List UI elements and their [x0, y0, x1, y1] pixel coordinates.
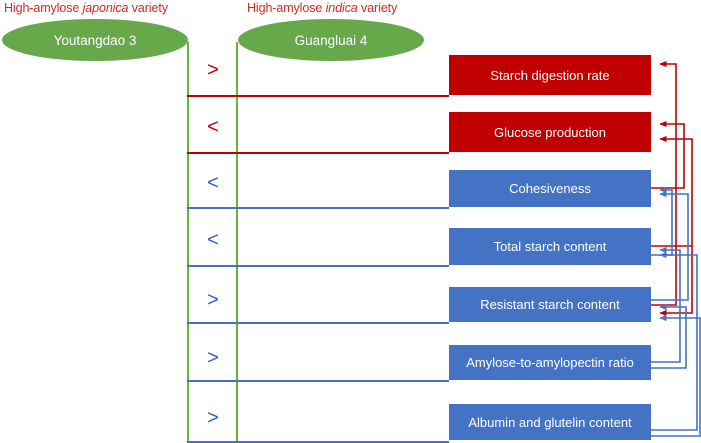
trait-label-4: Total starch content [493, 239, 607, 254]
row-separator-2 [187, 152, 449, 154]
variety-label-left: Youtangdao 3 [53, 32, 137, 48]
operator-row-6: > [207, 347, 219, 369]
wire-resistant-to-digestion [651, 60, 677, 306]
trait-label-3: Cohesiveness [509, 181, 591, 196]
trait-box-amylose-to-amylopectin-ratio[interactable]: Amylose-to-amylopectin ratio [449, 345, 651, 380]
title-right-suffix: variety [357, 1, 398, 15]
trait-box-resistant-starch-content[interactable]: Resistant starch content [449, 287, 651, 322]
row-separator-7 [187, 441, 449, 443]
column-title-indica: High-amylose indica variety [247, 1, 397, 15]
operator-row-1: > [207, 59, 219, 81]
title-left-prefix: High-amylose [4, 1, 83, 15]
wire-cohesiveness-to-glucose [651, 120, 685, 189]
grid-vline-right [236, 42, 238, 443]
variety-node-guangluai-4[interactable]: Guangluai 4 [238, 19, 424, 61]
wire-albumin-to-totalstarch [651, 251, 698, 431]
variety-label-right: Guangluai 4 [294, 32, 368, 48]
row-separator-4 [187, 265, 449, 267]
trait-box-glucose-production[interactable]: Glucose production [449, 112, 651, 152]
row-separator-1 [187, 95, 449, 97]
wire-totalstarch-to-cohesiveness [651, 186, 673, 256]
title-left-suffix: variety [128, 1, 168, 15]
trait-box-total-starch-content[interactable]: Total starch content [449, 228, 651, 265]
wire-total-starch-to-glucose [651, 135, 693, 247]
trait-box-albumin-and-glutelin-content[interactable]: Albumin and glutelin content [449, 404, 651, 440]
trait-label-6: Amylose-to-amylopectin ratio [466, 355, 634, 370]
row-separator-5 [187, 322, 449, 324]
column-title-japonica: High-amylose japonica variety [4, 1, 168, 15]
operator-row-5: > [207, 289, 219, 311]
variety-node-youtangdao-3[interactable]: Youtangdao 3 [2, 19, 188, 61]
wire-ratio-to-resistant [651, 303, 687, 369]
operator-row-4: < [207, 229, 219, 251]
row-separator-6 [187, 380, 449, 382]
trait-label-5: Resistant starch content [480, 297, 620, 312]
trait-box-cohesiveness[interactable]: Cohesiveness [449, 170, 651, 207]
grid-vline-left [187, 42, 189, 443]
title-left-italic: japonica [82, 1, 129, 15]
trait-label-7: Albumin and glutelin content [468, 414, 632, 430]
row-separator-3 [187, 207, 449, 209]
wire-red-to-resistant [659, 246, 693, 317]
wire-resistant-to-cohesiveness [651, 190, 689, 301]
wire-albumin-to-resistant [651, 314, 701, 437]
title-right-italic: indica [325, 1, 358, 15]
operator-row-3: < [207, 172, 219, 194]
wire-ratio-to-totalstarch [651, 246, 681, 363]
operator-row-7: > [207, 407, 219, 429]
trait-label-1: Starch digestion rate [490, 67, 610, 83]
title-right-prefix: High-amylose [247, 1, 326, 15]
trait-box-starch-digestion-rate[interactable]: Starch digestion rate [449, 55, 651, 95]
trait-label-2: Glucose production [493, 124, 606, 140]
operator-row-2: < [207, 116, 219, 138]
